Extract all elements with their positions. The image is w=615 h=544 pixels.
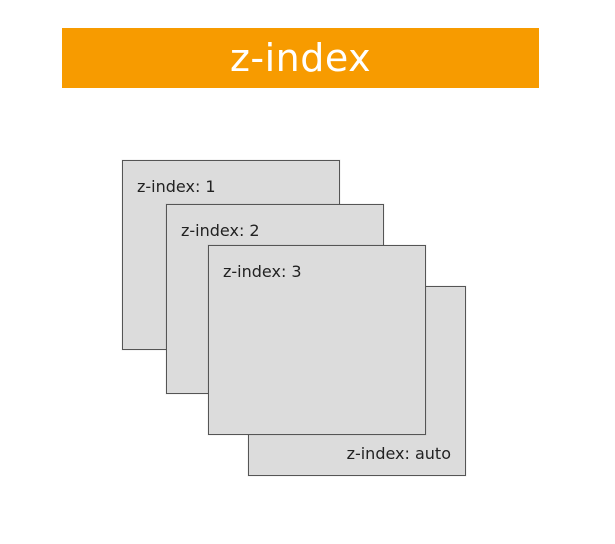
title-banner: z-index xyxy=(62,28,539,88)
layer-label-z3: z-index: 3 xyxy=(223,262,302,281)
layer-label-z1: z-index: 1 xyxy=(137,177,216,196)
layer-box-z3: z-index: 3 xyxy=(208,245,426,435)
banner-title: z-index xyxy=(229,36,372,80)
layer-label-zauto: z-index: auto xyxy=(346,444,451,463)
layer-label-z2: z-index: 2 xyxy=(181,221,260,240)
